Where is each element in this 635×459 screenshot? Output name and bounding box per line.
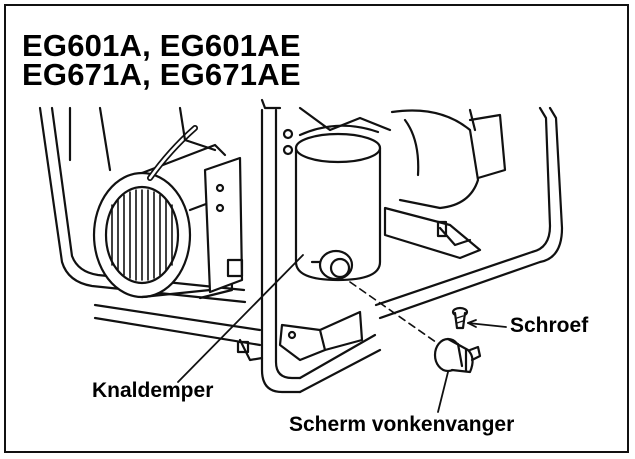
spark-arrester-screen: [433, 337, 482, 374]
model-title-line-1: EG601A, EG601AE: [22, 28, 301, 63]
muffler-outlet: [318, 249, 354, 281]
frame-tube-top: [260, 98, 282, 110]
frame-tube-left: [38, 106, 247, 304]
model-title-line-2: EG671A, EG671AE: [22, 57, 301, 92]
screw-label: Schroef: [510, 314, 589, 337]
muffler-label: Knaldemper: [92, 379, 214, 402]
screw: [451, 306, 469, 330]
frame-tube-front: [260, 108, 302, 394]
spark-arrester-screen-label: Scherm vonkenvanger: [289, 413, 515, 436]
frame-tube-right: [378, 106, 564, 320]
